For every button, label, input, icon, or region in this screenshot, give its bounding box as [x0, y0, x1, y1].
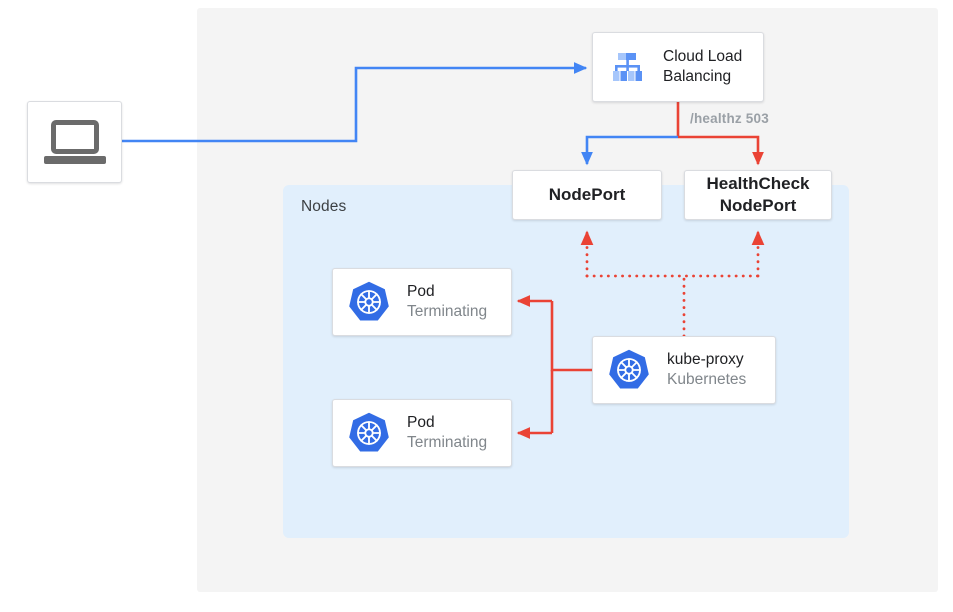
pod-2-title: Pod: [407, 414, 435, 432]
clb-title-line1: Cloud Load: [663, 48, 743, 66]
nodeport-label: NodePort: [548, 184, 626, 204]
kubernetes-icon: [349, 412, 389, 452]
healthz-label: /healthz 503: [690, 111, 769, 126]
cloud-load-balancing-text: Cloud Load Balancing: [663, 47, 742, 87]
client-node[interactable]: [27, 101, 122, 183]
kube-proxy-subtitle: Kubernetes: [667, 371, 747, 388]
kubernetes-icon: [349, 281, 389, 321]
pod-1-title: Pod: [407, 283, 435, 301]
kube-proxy-text: kube-proxy Kubernetes: [667, 350, 746, 390]
laptop-base-icon: [43, 156, 106, 164]
kube-proxy-title: kube-proxy: [667, 351, 744, 369]
pod-2-text: Pod Terminating: [407, 413, 487, 453]
pod-1-text: Pod Terminating: [407, 282, 487, 322]
healthcheck-nodeport-label-line1: HealthCheck: [706, 173, 810, 193]
nodeport-node[interactable]: NodePort: [512, 170, 662, 220]
kube-proxy-node[interactable]: kube-proxy Kubernetes: [592, 336, 776, 404]
laptop-screen-icon: [50, 120, 99, 154]
clb-title-line2: Balancing: [663, 68, 732, 85]
pod-2-subtitle: Terminating: [407, 434, 488, 451]
laptop-icon: [43, 120, 106, 164]
kubernetes-icon: [609, 349, 649, 389]
healthcheck-nodeport-label-line2: NodePort: [719, 196, 797, 215]
nodes-zone-label: Nodes: [301, 198, 347, 215]
cloud-load-balancing-node[interactable]: Cloud Load Balancing: [592, 32, 764, 102]
pod-node-1[interactable]: Pod Terminating: [332, 268, 512, 336]
healthcheck-nodeport-text: HealthCheck NodePort: [707, 173, 810, 217]
pod-node-2[interactable]: Pod Terminating: [332, 399, 512, 467]
healthcheck-nodeport-node[interactable]: HealthCheck NodePort: [684, 170, 832, 220]
cloud-load-balancing-icon: [613, 53, 642, 81]
pod-1-subtitle: Terminating: [407, 303, 488, 320]
